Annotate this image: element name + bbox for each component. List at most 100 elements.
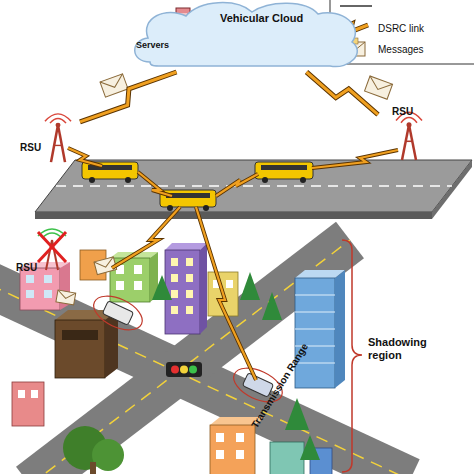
rsu-node: RSU (18, 112, 80, 164)
city-roads (30, 240, 350, 474)
dsrc-link (216, 174, 258, 196)
dsrc-link (312, 150, 398, 168)
message-envelope (100, 74, 128, 97)
rsu-wave (45, 114, 71, 121)
tree (152, 275, 172, 300)
building (44, 290, 52, 298)
bus (255, 162, 313, 179)
rsu-tower (18, 112, 80, 164)
traffic-light (166, 362, 202, 377)
dsrc-link (80, 72, 177, 122)
node-label: RSU (392, 106, 413, 117)
dsrc-link (196, 207, 256, 380)
message-envelope (100, 74, 128, 97)
bus (300, 177, 306, 183)
building (186, 274, 193, 282)
message-envelope (365, 76, 393, 99)
dsrc-link (68, 148, 398, 380)
message-envelope (367, 76, 393, 94)
dsrc-link (307, 72, 379, 115)
traffic-light (166, 362, 202, 377)
rsu-brace (405, 141, 413, 143)
city-roads (30, 240, 350, 474)
building (295, 278, 335, 388)
tree (63, 426, 124, 474)
legend-text: Messages (378, 44, 424, 55)
message-envelope (57, 290, 76, 300)
link-core (307, 72, 379, 115)
cloud-outline (135, 3, 358, 67)
building (186, 258, 193, 266)
car (102, 301, 133, 326)
bus (255, 162, 313, 183)
bus (203, 205, 209, 211)
building (210, 425, 255, 474)
highway (35, 212, 432, 219)
highway (35, 160, 472, 212)
building (44, 275, 52, 283)
message-envelope (365, 76, 393, 99)
rsu-tower-disabled (42, 233, 62, 238)
building (55, 320, 105, 378)
cloud-shape (128, 0, 364, 72)
highway (35, 160, 472, 219)
tree (92, 439, 124, 471)
city-roads (0, 240, 410, 474)
building (295, 270, 345, 388)
bus (167, 205, 173, 211)
bus (160, 190, 216, 207)
dsrc-link (138, 172, 172, 196)
rsu-tower-disabled (38, 229, 66, 270)
building (165, 243, 207, 334)
car (89, 289, 148, 336)
tree (240, 272, 260, 300)
building (171, 290, 178, 298)
rsu-node: RSU (378, 104, 440, 162)
building (18, 390, 25, 398)
rsu-leg (402, 125, 409, 160)
rsu-brace (54, 145, 62, 146)
building (134, 281, 142, 290)
bus (125, 177, 131, 183)
annotation-label: RSU (16, 262, 56, 274)
annotation-label: Servers (136, 40, 196, 51)
bus (82, 162, 138, 183)
building (295, 295, 335, 296)
dsrc-link (312, 150, 398, 168)
message-envelope (56, 290, 76, 305)
rsu-leg (409, 125, 416, 160)
link-outline (80, 72, 177, 122)
building (26, 290, 34, 298)
dsrc-link (68, 148, 102, 166)
traffic-light (171, 366, 179, 374)
dsrc-link (216, 174, 258, 196)
bus (262, 177, 268, 183)
building (165, 243, 207, 250)
building (20, 268, 60, 310)
shadowing-bracket (342, 240, 362, 472)
building (171, 258, 178, 266)
bus (89, 177, 95, 183)
rsu-wave (50, 119, 66, 124)
building (110, 252, 158, 302)
message-envelope (56, 290, 76, 305)
rsu-tower-disabled (38, 232, 66, 262)
building (171, 274, 178, 282)
building (270, 442, 304, 474)
tree (300, 435, 320, 460)
building (165, 250, 200, 334)
traffic-light (180, 366, 188, 374)
link-outline (307, 72, 379, 115)
dsrc-link (138, 172, 172, 196)
dsrc-link (112, 207, 180, 268)
building (12, 382, 44, 426)
traffic-light (189, 366, 197, 374)
cloud-node: Vehicular Cloud (128, 0, 364, 72)
dsrc-link (68, 148, 398, 380)
rsu-antenna (56, 123, 61, 128)
building (55, 310, 118, 378)
tree (90, 462, 96, 474)
building (216, 450, 224, 459)
